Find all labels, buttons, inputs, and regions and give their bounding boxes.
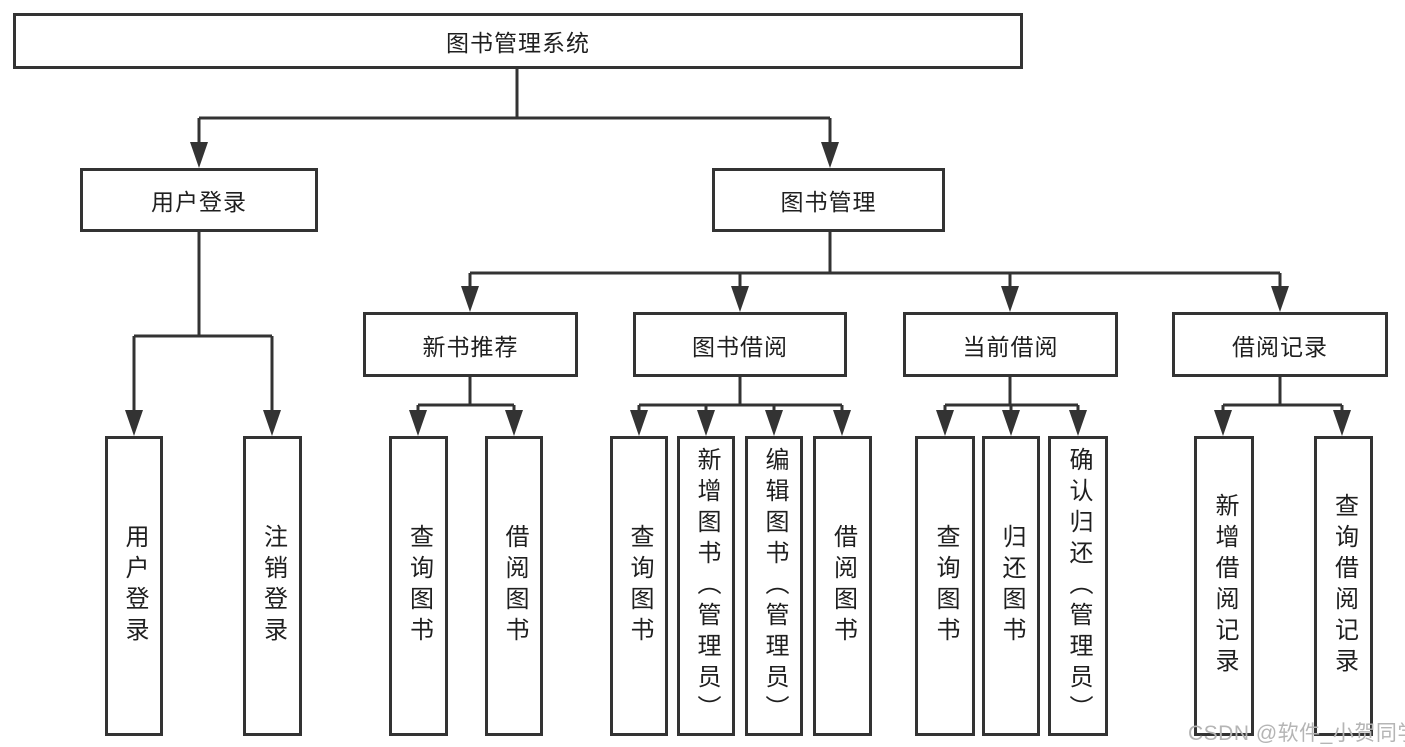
arrow-down-icon bbox=[833, 410, 851, 436]
arrow-down-icon bbox=[190, 142, 208, 168]
leaf-cb-query-books: 查询图书 bbox=[915, 436, 975, 736]
leaf-user-login: 用户登录 bbox=[105, 436, 163, 736]
arrow-down-icon bbox=[731, 286, 749, 312]
arrow-down-icon bbox=[1001, 286, 1019, 312]
arrow-down-icon bbox=[461, 286, 479, 312]
arrow-down-icon bbox=[630, 410, 648, 436]
node-user-login: 用户登录 bbox=[80, 168, 318, 232]
arrow-down-icon bbox=[765, 410, 783, 436]
arrowheads bbox=[125, 142, 1351, 436]
arrow-down-icon bbox=[1002, 410, 1020, 436]
watermark: CSDN @软件_小贺同学 bbox=[1188, 722, 1405, 745]
leaf-bb-add-book-admin: 新增图书（管理员） bbox=[677, 436, 735, 736]
connector-book-borrowing-to-leaves bbox=[637, 377, 844, 418]
arrow-down-icon bbox=[1069, 410, 1087, 436]
connector-new-book-recommendation-to-leaves bbox=[416, 377, 516, 418]
leaf-cb-return-books: 归还图书 bbox=[982, 436, 1040, 736]
leaf-br-add-borrow-record: 新增借阅记录 bbox=[1194, 436, 1254, 736]
leaf-logout-login: 注销登录 bbox=[243, 436, 302, 736]
leaf-bb-query-books: 查询图书 bbox=[610, 436, 668, 736]
arrow-down-icon bbox=[821, 142, 839, 168]
leaf-nbr-borrow-books: 借阅图书 bbox=[485, 436, 543, 736]
node-book-management: 图书管理 bbox=[712, 168, 945, 232]
arrow-down-icon bbox=[697, 410, 715, 436]
arrow-down-icon bbox=[125, 410, 143, 436]
connector-borrowing-records-to-leaves bbox=[1221, 377, 1344, 418]
connector-root-to-level2 bbox=[197, 69, 832, 148]
leaf-bb-edit-book-admin: 编辑图书（管理员） bbox=[745, 436, 803, 736]
node-root: 图书管理系统 bbox=[13, 13, 1023, 69]
leaf-bb-borrow-books: 借阅图书 bbox=[813, 436, 872, 736]
leaf-br-query-borrow-record: 查询借阅记录 bbox=[1314, 436, 1373, 736]
arrow-down-icon bbox=[263, 410, 281, 436]
node-book-borrowing: 图书借阅 bbox=[633, 312, 847, 377]
connector-book-management-to-level3 bbox=[468, 232, 1282, 294]
node-new-book-recommendation: 新书推荐 bbox=[363, 312, 578, 377]
arrow-down-icon bbox=[1271, 286, 1289, 312]
arrow-down-icon bbox=[1214, 410, 1232, 436]
arrow-down-icon bbox=[936, 410, 954, 436]
node-current-borrowing: 当前借阅 bbox=[903, 312, 1118, 377]
node-borrowing-records: 借阅记录 bbox=[1172, 312, 1388, 377]
leaf-cb-confirm-return-admin: 确认归还（管理员） bbox=[1048, 436, 1108, 736]
arrow-down-icon bbox=[409, 410, 427, 436]
arrow-down-icon bbox=[1333, 410, 1351, 436]
leaf-nbr-query-books: 查询图书 bbox=[389, 436, 448, 736]
arrow-down-icon bbox=[505, 410, 523, 436]
connector-user-login-to-leaves bbox=[132, 232, 274, 418]
